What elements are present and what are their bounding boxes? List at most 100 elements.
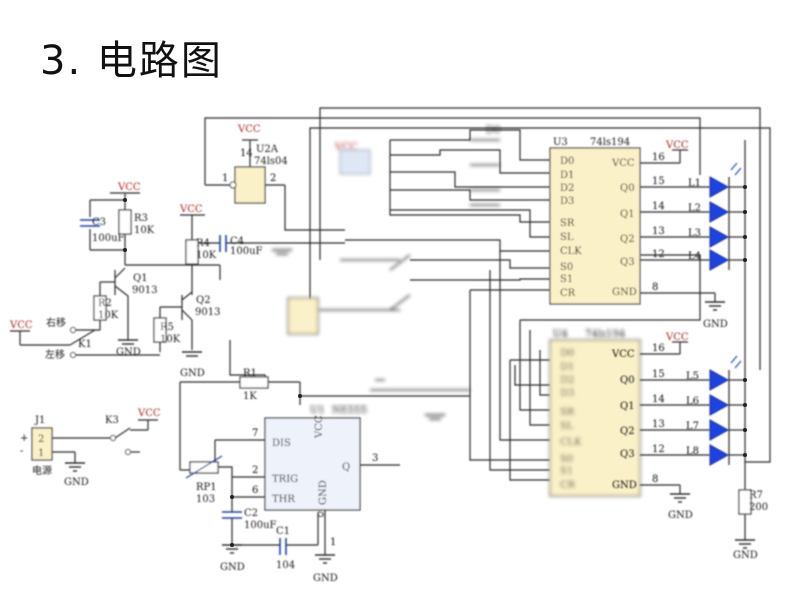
j1-plus: + (20, 433, 28, 444)
u4-pin-q0: Q0 (620, 375, 635, 386)
u3-pin-q3: Q3 (620, 257, 635, 268)
led-icon (709, 394, 730, 416)
u1-pin-trig: TRIG (272, 474, 298, 485)
u1-type: NE555 (332, 405, 367, 416)
u1-gnd: GND (313, 573, 338, 584)
u3-pin-d3: D3 (560, 196, 574, 207)
u4-pin-clk: CLK (560, 437, 582, 448)
u3-pin-vcc: VCC (611, 158, 635, 169)
u4-pin-cr: CR (560, 480, 576, 491)
u4-vcc-label: VCC (665, 332, 689, 343)
u4-right-pins: VCC Q0 Q1 Q2 Q3 GND 16 15 14 13 12 8 (611, 343, 710, 491)
u3-num-8: 8 (652, 282, 658, 293)
u3-pin-clk: CLK (560, 246, 582, 257)
u4-pin-d2: D2 (560, 375, 574, 386)
c1-name: C1 (276, 526, 290, 537)
led-l1-label: L1 (688, 178, 701, 189)
u3-name: U3 (553, 137, 568, 148)
r3-value: 10K (134, 225, 155, 236)
led-icon (709, 444, 730, 466)
r7-resistor: R7 200 GND (733, 489, 768, 561)
c3-value: 100uF (92, 233, 125, 244)
r7-value: 200 (749, 502, 768, 513)
c2-gnd: GND (220, 562, 245, 573)
page-title: 3. 电路图 (40, 38, 223, 84)
c2-name: C2 (244, 508, 258, 519)
u3-num-15: 15 (652, 176, 665, 187)
r3-name: R3 (134, 213, 148, 224)
r7-name: R7 (749, 490, 763, 501)
u4-chip: U4 74ls194 D0 D1 D2 D3 SR SL CLK S0 S1 C… (549, 329, 641, 497)
r1-name: R1 (243, 368, 257, 379)
ne555-section: R1 1K U1 NE555 DIS TRIG THR Q VCC GND 7 … (179, 340, 470, 584)
u3-vcc-label: VCC (665, 140, 689, 151)
u4-pin-q3: Q3 (620, 449, 635, 460)
u1-num-1: 1 (330, 537, 336, 548)
u3-pin-q2: Q2 (620, 234, 635, 245)
k3-vcc: VCC (137, 408, 161, 419)
j1-name: J1 (34, 415, 45, 426)
led-array-top: L1 L2 L3 L4 (688, 140, 746, 490)
j1-pin2: 2 (38, 434, 44, 445)
junction-dots (123, 185, 747, 547)
u3-pin-q0: Q0 (620, 183, 635, 194)
led-icon (709, 226, 730, 248)
u4-pin-s1: S1 (560, 466, 573, 477)
u4-pin-sr: SR (560, 407, 575, 418)
led-l8-label: L8 (686, 446, 699, 457)
u1-num-7: 7 (252, 428, 258, 439)
u1-pin-vcc: VCC (314, 415, 325, 439)
u4-num-13: 13 (652, 419, 665, 430)
r1-value: 1K (243, 391, 257, 402)
center-vcc: VCC (334, 142, 358, 153)
r2-value: 10K (98, 310, 119, 321)
u1-num-3: 3 (372, 453, 378, 464)
u1-name: U1 (310, 405, 325, 416)
u3-pin-gnd: GND (612, 287, 637, 298)
u4-num-12: 12 (652, 444, 665, 455)
u3-pin-s1: S1 (560, 274, 573, 285)
q-vcc-label: VCC (117, 182, 141, 193)
led-icon (709, 176, 730, 198)
u2a-vcc-label: VCC (237, 124, 261, 135)
r4-value: 10K (196, 250, 217, 261)
k1-left-label: 左移 (45, 348, 65, 361)
u3-pin-cr: CR (560, 288, 576, 299)
c4-value: 100uF (230, 246, 263, 257)
k1-switch: VCC 右移 左移 K1 (9, 316, 160, 361)
q2-vcc-label: VCC (179, 204, 203, 215)
transistor-section: VCC R3 10K C3 100uF Q1 9013 R2 10K GND V… (80, 182, 345, 379)
led-icon (709, 369, 730, 391)
q2-name: Q2 (196, 295, 211, 306)
u3-pin-d1: D1 (560, 170, 574, 181)
j1-gnd: GND (64, 477, 89, 488)
led-l7-label: L7 (686, 421, 699, 432)
r5-value: 10K (160, 334, 181, 345)
u3-pin-d2: D2 (560, 183, 574, 194)
r5-name: R5 (160, 322, 174, 333)
u4-pin-d3: D3 (560, 388, 574, 399)
j1-pin1: 1 (38, 448, 44, 459)
led-icon (709, 201, 730, 223)
center-blurry-region: VCC D0 (272, 125, 500, 420)
u2a-pin14: 14 (240, 148, 253, 159)
k1-vcc: VCC (9, 320, 33, 331)
u3-num-13: 13 (652, 226, 665, 237)
u1-pin-q: Q (342, 462, 350, 473)
u3-chip: U3 74ls194 D0 D1 D2 D3 SR SL CLK S0 S1 C… (549, 137, 715, 305)
d0-label: D0 (486, 125, 500, 136)
led-l5-label: L5 (686, 371, 699, 382)
q2-gnd: GND (180, 368, 205, 379)
led-icon (709, 419, 730, 441)
u4-power: VCC GND (665, 332, 693, 521)
q2-type: 9013 (195, 307, 220, 318)
j1-minus: - (20, 446, 23, 457)
u1-num-6: 6 (252, 485, 258, 496)
u3-pin-d0: D0 (560, 156, 574, 167)
j1-power: J1 2 1 + - 电源 GND K3 VCC (20, 408, 161, 488)
u3-num-12: 12 (652, 249, 665, 260)
u4-pin-gnd: GND (612, 480, 637, 491)
top-bus-wires (204, 107, 771, 481)
u2a-name: U2A (256, 144, 279, 155)
led-l3-label: L3 (688, 228, 701, 239)
